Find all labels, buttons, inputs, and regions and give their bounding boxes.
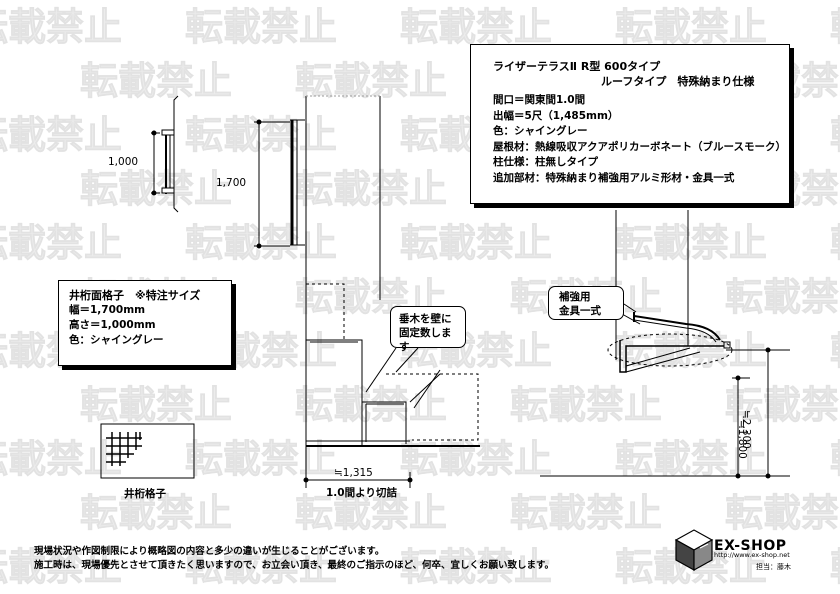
rafter-callout-line: 垂木を壁に [399, 313, 452, 325]
watermark-text: 転載禁止 [80, 383, 232, 427]
watermark-text: 転載禁止 [295, 167, 447, 211]
watermark-text: 転載禁止 [185, 545, 337, 589]
watermark-text: 転載禁止 [295, 491, 447, 535]
watermark-text: 転載禁止 [0, 545, 122, 589]
watermark-text: 転載禁止 [0, 437, 122, 481]
spec-line: 色：シャイングレー [493, 125, 588, 137]
watermark-text: 転載禁止 [400, 5, 552, 49]
spec-title: ライザーテラスⅡ R型 600タイプ [493, 60, 661, 73]
lattice-side-view [254, 119, 305, 249]
bracket-callout: 補強用 金具一式 [548, 286, 624, 320]
building-wall [305, 95, 381, 478]
watermark-text: 転載禁止 [830, 329, 840, 373]
height-lower-label: ≒1,800 [736, 420, 748, 459]
cut-note-label: 1.0間より切詰 [326, 487, 397, 499]
note-line: 施工時は、現場優先とさせて頂きたく思いますので、お立会い頂き、最終のご指示のほど… [34, 560, 555, 571]
height-dimensions [732, 347, 771, 479]
note-line: 現場状況や作図制限により概略図の内容と多少の違いが生じることがございます。 [34, 546, 385, 557]
lattice-line: 幅＝1,700mm [69, 304, 146, 316]
watermark-text: 転載禁止 [830, 437, 840, 481]
width-dimension [303, 472, 413, 488]
spec-line: 柱仕様：柱無しタイプ [493, 156, 598, 168]
rafter-callout: 垂木を壁に 固定数します [390, 306, 466, 353]
watermark-text: 転載禁止 [185, 221, 337, 265]
lattice-diagram-label: 井桁格子 [124, 488, 166, 500]
terrace-profile [306, 339, 480, 447]
spec-subtitle: ルーフタイプ 特殊納まり仕様 [601, 75, 755, 88]
bracket-callout-leader [621, 313, 641, 325]
watermark-text: 転載禁止 [615, 5, 767, 49]
lattice-title: 井桁面格子 ※特注サイズ [69, 289, 201, 302]
spec-line: 間口＝関東間1.0間 [493, 94, 586, 106]
watermark-text: 転載禁止 [510, 383, 662, 427]
watermark-text: 転載禁止 [400, 437, 552, 481]
lattice-height-label: 1,700 [216, 177, 247, 189]
watermark-text: 転載禁止 [830, 113, 840, 157]
watermark-text: 転載禁止 [0, 221, 122, 265]
logo-cube-icon [674, 529, 714, 572]
watermark-text: 転載禁止 [400, 545, 552, 589]
lattice-spec-box: 井桁面格子 ※特注サイズ 幅＝1,700mm 高さ＝1,000mm 色：シャイン… [58, 280, 232, 366]
watermark-text: 転載禁止 [80, 491, 232, 535]
rafter-callout-line: 固定数します [399, 327, 452, 353]
lattice-line: 高さ＝1,000mm [69, 319, 156, 331]
notes: 現場状況や作図制限により概略図の内容と多少の違いが生じることがございます。 施工… [34, 545, 554, 573]
watermark-text: 転載禁止 [830, 5, 840, 49]
watermark-text: 転載禁止 [80, 167, 232, 211]
watermark-text: 転載禁止 [615, 437, 767, 481]
watermark-text: 転載禁止 [80, 59, 232, 103]
watermark-text: 転載禁止 [725, 275, 840, 319]
watermark-text: 転載禁止 [725, 383, 840, 427]
spec-line: 追加部材：特殊納まり補強用アルミ形材・金具一式 [493, 171, 735, 184]
spec-line: 屋根材：熱線吸収アクアポリカーボネート（ブルースモーク） [493, 140, 786, 153]
watermark-text: 転載禁止 [510, 491, 662, 535]
watermark-text: 転載禁止 [830, 221, 840, 265]
person-in-charge: 担当：藤木 [756, 563, 791, 571]
watermark-text: 転載禁止 [615, 329, 767, 373]
watermark-text: 転載禁止 [295, 383, 447, 427]
dashed-outline [305, 283, 479, 441]
watermark-text: 転載禁止 [185, 113, 337, 157]
watermark-text: 転載禁止 [830, 545, 840, 589]
watermark-text: 転載禁止 [0, 113, 122, 157]
logo-url: http://www.ex-shop.net [714, 551, 790, 559]
spec-box: ライザーテラスⅡ R型 600タイプ ルーフタイプ 特殊納まり仕様 間口＝関東間… [470, 44, 790, 204]
watermark-text: 転載禁止 [400, 221, 552, 265]
spec-line: 出幅＝5尺（1,485mm） [493, 109, 619, 122]
window-side-view [151, 95, 179, 213]
watermark-text: 転載禁止 [615, 221, 767, 265]
watermark-text: 転載禁止 [185, 437, 337, 481]
lattice-front-diagram [100, 423, 195, 479]
watermark-text: 転載禁止 [0, 5, 122, 49]
watermark-text: 転載禁止 [185, 5, 337, 49]
rafter-callout-leader [395, 347, 419, 373]
width-label: ≒1,315 [334, 467, 373, 479]
logo-name: EX-SHOP [714, 538, 787, 554]
bracket-callout-line: 金具一式 [559, 305, 601, 317]
bracket-callout-line: 補強用 [559, 291, 591, 303]
roof-side-view [540, 210, 790, 477]
watermark-text: 転載禁止 [725, 491, 840, 535]
lattice-line: 色：シャイングレー [69, 334, 164, 346]
window-height-label: 1,000 [108, 156, 139, 168]
